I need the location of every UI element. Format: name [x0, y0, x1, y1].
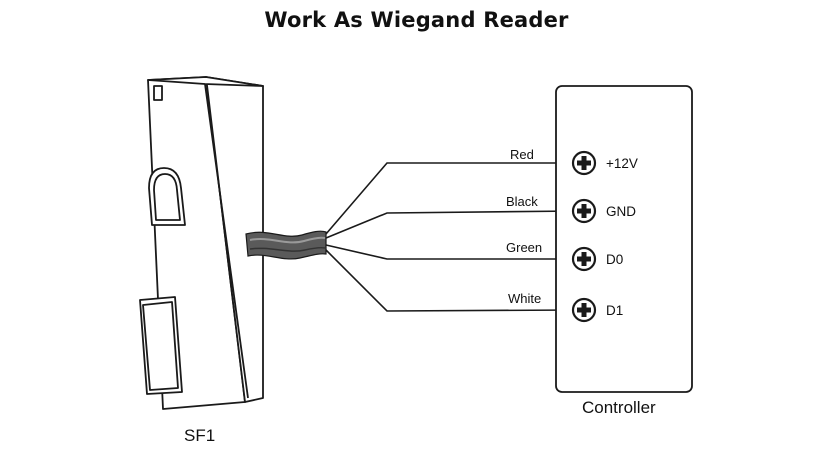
wire-black — [325, 210, 579, 239]
terminal-screw-gnd — [571, 198, 597, 224]
wire-red — [325, 162, 578, 235]
wire-green — [325, 244, 578, 260]
wire-white — [325, 249, 579, 312]
reader-label: SF1 — [184, 426, 215, 445]
terminal-label-d0: D0 — [606, 252, 623, 267]
terminal-screw-d1 — [571, 297, 597, 323]
reader-notch — [153, 85, 163, 101]
reader-bevel-line — [204, 83, 249, 399]
reader-top-face — [147, 76, 264, 87]
terminal-label-12v: +12V — [606, 156, 638, 171]
terminal-screw-d0 — [571, 246, 597, 272]
diagram-title: Work As Wiegand Reader — [264, 8, 569, 32]
cable-bundle — [245, 230, 327, 260]
terminal-label-d1: D1 — [606, 303, 623, 318]
fingerprint-window-inner — [153, 173, 181, 221]
wire-label-green: Green — [506, 240, 542, 255]
controller-box — [555, 85, 693, 393]
card-area-inner — [142, 301, 179, 391]
wire-label-red: Red — [510, 147, 534, 162]
wire-label-white: White — [508, 291, 541, 306]
card-reader-device — [139, 76, 264, 410]
controller-label: Controller — [582, 398, 656, 417]
terminal-label-gnd: GND — [606, 204, 636, 219]
wire-label-black: Black — [506, 194, 538, 209]
terminal-screw-12v — [571, 150, 597, 176]
wires — [325, 162, 579, 312]
